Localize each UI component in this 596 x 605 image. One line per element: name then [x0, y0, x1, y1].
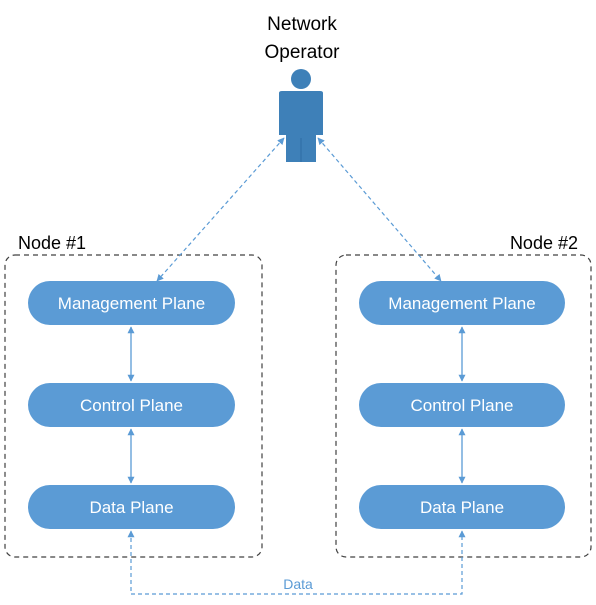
data-link-arrow: [127, 530, 466, 595]
node-1-boundary: [4, 254, 263, 558]
node-1-control-plane: Control Plane: [28, 383, 235, 427]
operator-to-node-2-arrow: [317, 137, 442, 282]
plane-label: Data Plane: [420, 498, 504, 517]
operator-to-node-1-arrow: [156, 137, 285, 282]
plane-label: Control Plane: [410, 396, 513, 415]
node-1-management-plane: Management Plane: [28, 281, 235, 325]
node-2-label: Node #2: [510, 233, 578, 253]
node-2-control-plane: Control Plane: [359, 383, 565, 427]
data-link-label: Data: [283, 576, 313, 592]
operator-label-line1: Network: [267, 14, 337, 35]
plane-label: Management Plane: [388, 294, 535, 313]
node-2-management-plane: Management Plane: [359, 281, 565, 325]
operator-label-line2: Operator: [265, 42, 341, 63]
plane-label: Data Plane: [89, 498, 173, 517]
plane-label: Management Plane: [58, 294, 205, 313]
node-1-label: Node #1: [18, 233, 86, 253]
person-icon: [279, 69, 323, 162]
node-2-data-plane: Data Plane: [359, 485, 565, 529]
node-2-boundary: [335, 254, 592, 558]
plane-label: Control Plane: [80, 396, 183, 415]
node-1-data-plane: Data Plane: [28, 485, 235, 529]
data-link-label-bg: [276, 576, 320, 592]
